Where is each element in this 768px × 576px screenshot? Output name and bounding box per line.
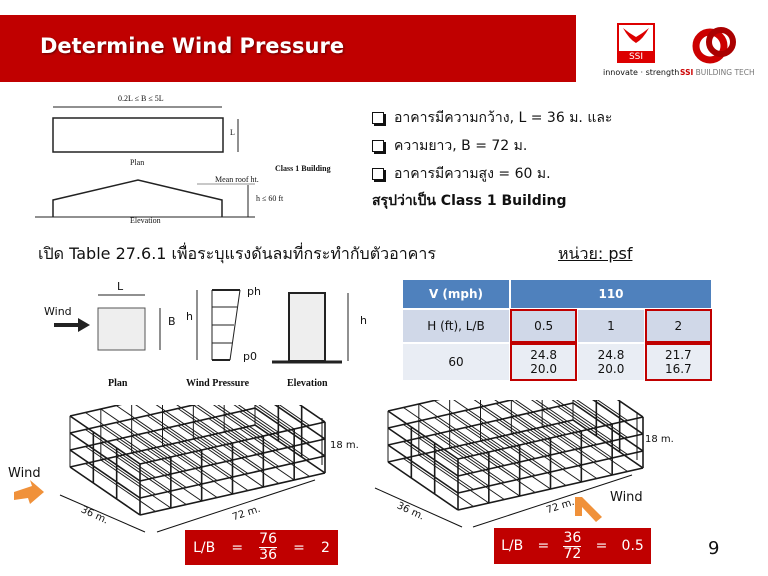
mean-roof-label: Mean roof ht. xyxy=(215,175,259,184)
unit-label: หน่วย: psf xyxy=(558,244,633,263)
dim-b: B xyxy=(168,315,176,328)
subheading: เปิด Table 27.6.1 เพื่อระบุแรงดันลมที่กร… xyxy=(38,244,436,263)
bullet-list: อาคารมีความกว้าง, L = 36 ม. และ ความยาว,… xyxy=(372,104,612,212)
wind-pressure-diagram xyxy=(54,289,349,364)
checkbox-icon xyxy=(372,168,384,180)
bullet-item: ความยาว, B = 72 ม. xyxy=(372,132,612,160)
class-1-building-diagram xyxy=(35,106,255,218)
table-cell: 60 xyxy=(448,355,464,369)
plan-caption: Plan xyxy=(108,378,128,389)
height-limit-label: h ≤ 60 ft xyxy=(256,194,284,203)
leaf-icon xyxy=(623,28,649,43)
page-number: 9 xyxy=(708,538,720,559)
dim-top-label: 0.2L ≤ B ≤ 5L xyxy=(118,94,164,103)
class-label: Class 1 Building xyxy=(275,164,331,173)
ssi-tagline: innovate · strength xyxy=(603,68,680,77)
dim-l-label: L xyxy=(230,128,235,137)
plan-label: Plan xyxy=(130,158,145,167)
wind-label-left: Wind xyxy=(8,466,41,481)
dim-l: L xyxy=(117,280,124,293)
wind-label-right: Wind xyxy=(610,490,643,505)
steel-frame-building-left xyxy=(69,405,326,516)
steel-frame-building-right xyxy=(387,400,644,511)
table-row: H (ft), L/B 0.5 1 2 xyxy=(403,309,713,343)
p0-label: p0 xyxy=(243,350,257,363)
dimension-arrows-left xyxy=(14,418,323,533)
wind-pressure-caption: Wind Pressure xyxy=(186,378,250,389)
height-label-right: 18 m. xyxy=(645,434,674,445)
table-cell: 0.5 xyxy=(509,309,578,343)
bullet-item: อาคารมีความกว้าง, L = 36 ม. และ xyxy=(372,104,612,132)
checkbox-icon xyxy=(372,112,384,124)
elevation-h: h xyxy=(360,314,367,327)
table-cell: H (ft), L/B xyxy=(427,319,485,333)
conclusion: สรุปว่าเป็น Class 1 Building xyxy=(372,193,567,209)
table-cell: 2 xyxy=(644,309,713,343)
header-cell: 110 xyxy=(511,280,711,308)
ssi-logo-text: SSI xyxy=(619,51,653,63)
wind-arrow-icon xyxy=(14,480,44,504)
page-title: Determine Wind Pressure xyxy=(40,34,345,58)
elevation-label: Elevation xyxy=(130,216,161,225)
wind-arrow-icon xyxy=(575,497,602,522)
ssi-logo: SSI xyxy=(617,23,655,63)
dim-h: h xyxy=(186,310,193,323)
table-header-row: V (mph)110 xyxy=(403,280,711,308)
building-tech-text: SSI BUILDING TECH xyxy=(680,68,755,77)
height-label-left: 18 m. xyxy=(330,440,359,451)
bullet-item: อาคารมีความสูง = 60 ม. xyxy=(372,160,612,188)
ph-label: ph xyxy=(247,285,261,298)
wind-arrow-icon xyxy=(54,318,90,332)
dimension-arrows-right xyxy=(374,412,638,528)
elevation-caption: Elevation xyxy=(287,378,328,389)
building-tech-logo xyxy=(692,27,736,64)
header-cell: V (mph) xyxy=(403,280,509,308)
title-bar xyxy=(0,15,576,82)
checkbox-icon xyxy=(372,140,384,152)
table-cell: 1 xyxy=(607,319,615,333)
wind-label: Wind xyxy=(44,305,72,318)
